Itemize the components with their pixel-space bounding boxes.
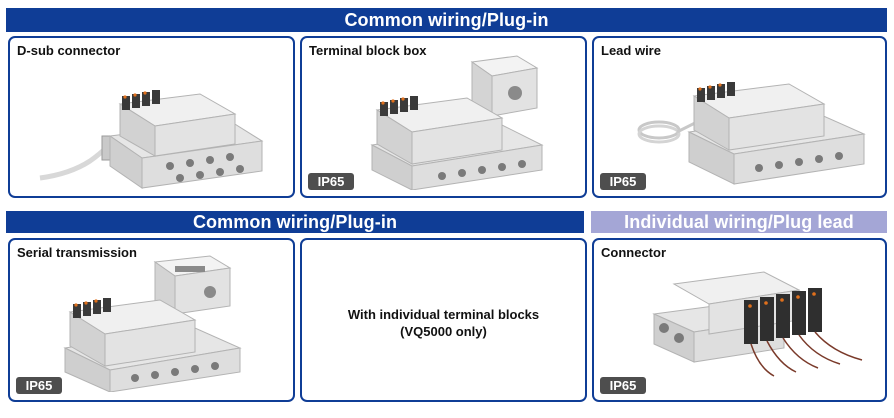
bottom-right-banner-label: Individual wiring/Plug lead xyxy=(624,211,854,232)
lead-wire-manifold-image xyxy=(637,82,866,185)
card-lead-wire-title: Lead wire xyxy=(601,43,661,58)
card-individual-terminal-blocks: With individual terminal blocks (VQ5000 … xyxy=(300,238,587,402)
card-dsub-title: D-sub connector xyxy=(17,43,121,58)
individual-terminal-line1: With individual terminal blocks xyxy=(347,307,540,322)
individual-terminal-text: With individual terminal blocks (VQ5000 … xyxy=(302,306,585,340)
bottom-left-banner: Common wiring/Plug-in xyxy=(6,211,584,233)
individual-terminal-line2: (VQ5000 only) xyxy=(400,324,487,339)
card-connector-title: Connector xyxy=(601,245,666,260)
terminal-block-manifold-image xyxy=(370,55,544,190)
card-connector: Connector IP65 xyxy=(592,238,887,402)
card-terminal-block-box: Terminal block box IP65 xyxy=(300,36,587,198)
dsub-manifold-image xyxy=(39,90,264,189)
bottom-left-banner-label: Common wiring/Plug-in xyxy=(192,211,398,232)
bottom-right-banner: Individual wiring/Plug lead xyxy=(591,211,887,233)
ip65-badge: IP65 xyxy=(600,173,646,190)
card-terminal-title: Terminal block box xyxy=(309,43,427,58)
connector-manifold-image xyxy=(652,271,863,377)
top-banner-label: Common wiring/Plug-in xyxy=(344,9,549,30)
top-banner: Common wiring/Plug-in xyxy=(6,8,887,32)
card-serial-transmission: Serial transmission IP65 xyxy=(8,238,295,402)
card-serial-title: Serial transmission xyxy=(17,245,137,260)
card-lead-wire: Lead wire IP65 xyxy=(592,36,887,198)
serial-manifold-image xyxy=(63,255,242,392)
ip65-badge: IP65 xyxy=(308,173,354,190)
ip65-badge: IP65 xyxy=(16,377,62,394)
ip65-badge: IP65 xyxy=(600,377,646,394)
card-dsub-connector: D-sub connector xyxy=(8,36,295,198)
